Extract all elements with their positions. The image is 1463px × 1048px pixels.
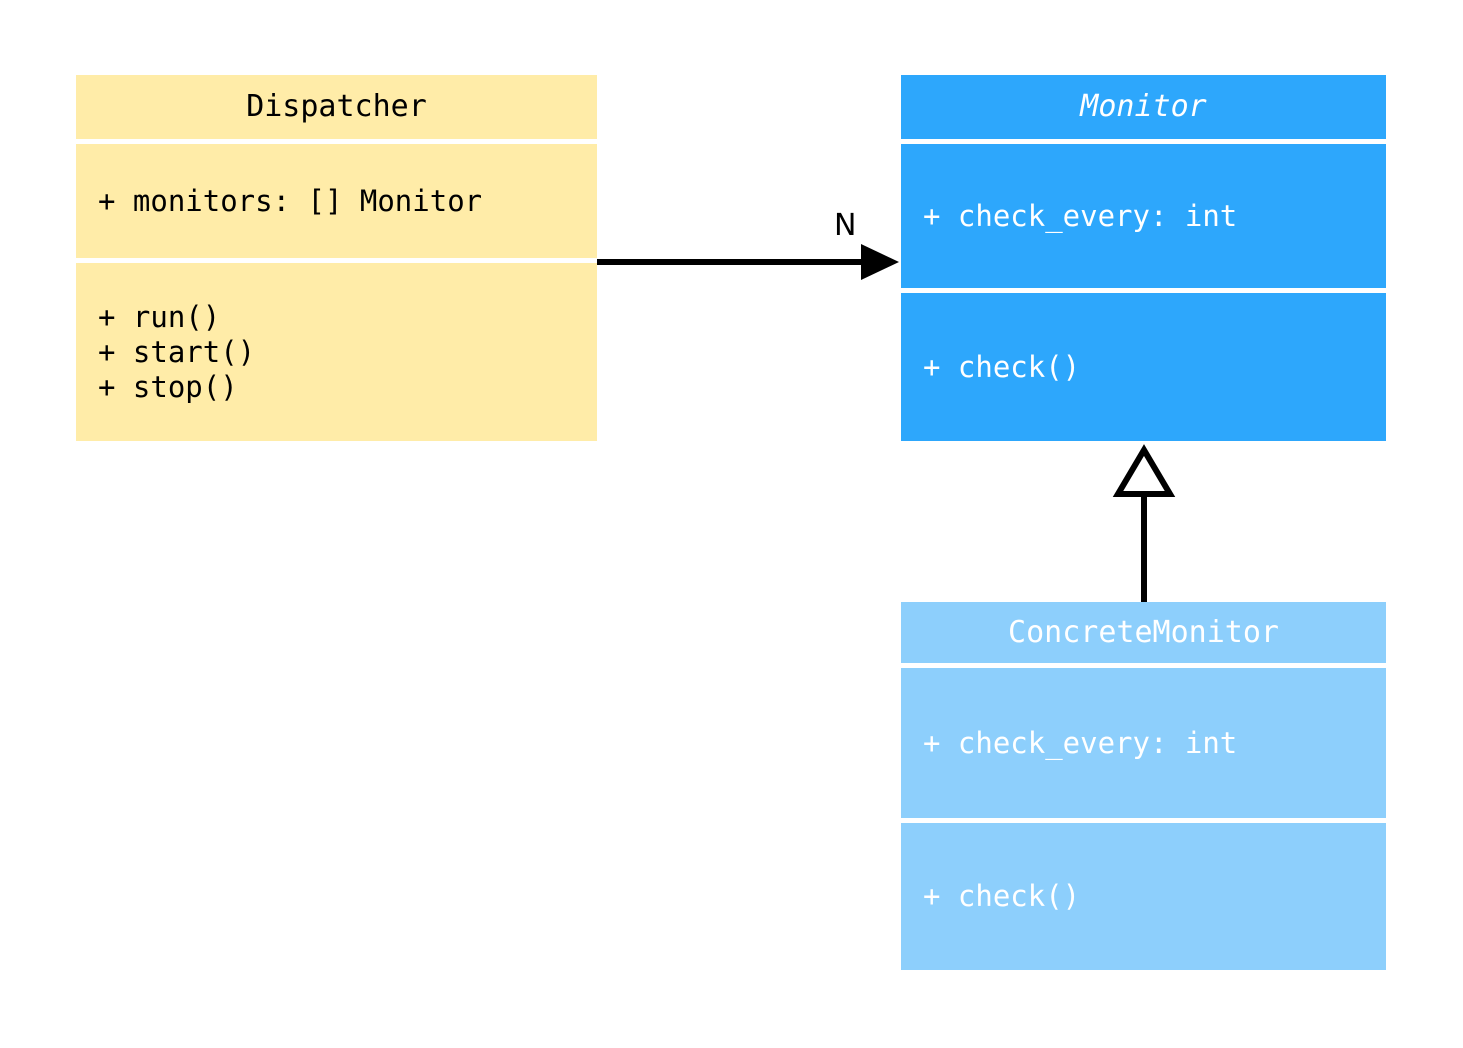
method-row: + stop() xyxy=(98,369,238,404)
class-attributes-compartment-concrete-monitor: + check_every: int xyxy=(901,668,1386,818)
class-title-compartment-monitor: Monitor xyxy=(901,75,1386,139)
hollow-triangle-arrowhead-icon xyxy=(1112,444,1176,497)
class-methods-compartment-concrete-monitor: + check() xyxy=(901,823,1386,970)
class-attributes-compartment-monitor: + check_every: int xyxy=(901,144,1386,288)
method-row: + run() xyxy=(98,299,221,334)
association-dispatcher-to-monitor xyxy=(597,244,899,280)
class-box-monitor[interactable]: Monitor + check_every: int + check() xyxy=(901,75,1386,441)
filled-arrowhead-icon xyxy=(861,244,899,280)
multiplicity-label-n: N xyxy=(834,208,857,243)
method-row: + start() xyxy=(98,334,256,369)
generalization-concrete-to-monitor xyxy=(1112,444,1176,602)
class-methods-compartment-monitor: + check() xyxy=(901,293,1386,441)
method-row: + check() xyxy=(923,349,1081,384)
attribute-row: + check_every: int xyxy=(923,198,1238,233)
class-title-compartment-dispatcher: Dispatcher xyxy=(76,75,597,139)
class-name-concrete-monitor: ConcreteMonitor xyxy=(1008,614,1279,650)
class-title-compartment-concrete-monitor: ConcreteMonitor xyxy=(901,602,1386,663)
class-box-concrete-monitor[interactable]: ConcreteMonitor + check_every: int + che… xyxy=(901,602,1386,970)
class-name-dispatcher: Dispatcher xyxy=(246,89,427,124)
method-row: + check() xyxy=(923,879,1081,913)
class-box-dispatcher[interactable]: Dispatcher + monitors: [] Monitor + run(… xyxy=(76,75,597,441)
class-methods-compartment-dispatcher: + run() + start() + stop() xyxy=(76,263,597,441)
class-attributes-compartment-dispatcher: + monitors: [] Monitor xyxy=(76,144,597,258)
class-name-monitor: Monitor xyxy=(1080,89,1207,124)
attribute-row: + monitors: [] Monitor xyxy=(98,183,483,218)
attribute-row: + check_every: int xyxy=(923,725,1238,760)
